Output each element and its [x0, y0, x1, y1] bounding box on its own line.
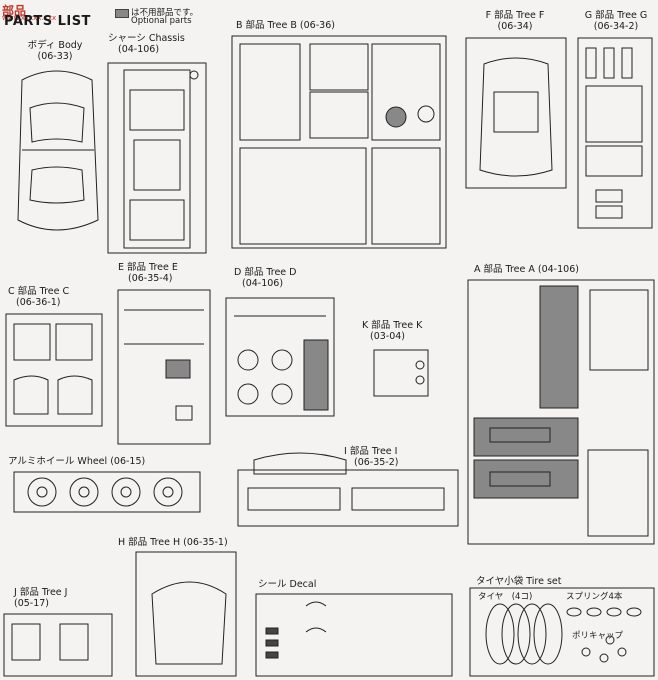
decal-sheet — [255, 593, 453, 677]
wheel-name: アルミホイール Wheel — [8, 456, 108, 467]
legend-jp: は不用部品です。 — [131, 8, 199, 18]
tire-set-drawing — [469, 587, 655, 677]
tree-c-code: (06-36-1) — [16, 297, 61, 308]
tree-d-code: (04-106) — [242, 278, 284, 289]
tree-h-label: H 部品 Tree H (06-35-1) — [118, 537, 228, 548]
tree-f-label: F 部品 Tree F (06-34) — [478, 10, 552, 32]
tree-d-label: D 部品 Tree D (04-106) — [234, 267, 296, 289]
decal-label: シール Decal — [258, 579, 316, 590]
tree-b-frame — [231, 35, 447, 249]
tree-c-name: C 部品 Tree C — [8, 286, 70, 297]
tree-h-code: (06-35-1) — [183, 537, 228, 548]
wheel-frame — [13, 471, 201, 513]
tree-b-code: (06-36) — [299, 20, 335, 31]
tree-e-code: (06-35-4) — [128, 273, 173, 284]
wheel-code: (06-15) — [110, 456, 146, 467]
tree-a-frame — [467, 279, 655, 545]
tree-e-frame — [117, 289, 211, 445]
tree-k-label: K 部品 Tree K (03-04) — [362, 320, 422, 342]
tree-g-code: (06-34-2) — [593, 21, 639, 32]
tree-i-label: I 部品 Tree I (06-35-2) — [344, 446, 399, 468]
tree-i-code: (06-35-2) — [354, 457, 399, 468]
tree-g-frame — [577, 37, 653, 229]
page-title: PARTS LIST — [4, 14, 91, 29]
body-drawing — [17, 70, 99, 231]
tree-a-label: A 部品 Tree A (04-106) — [474, 264, 579, 275]
tree-i-frame — [237, 452, 459, 527]
tire-set-label: タイヤ小袋 Tire set — [476, 576, 561, 587]
tree-j-name: J 部品 Tree J — [14, 587, 68, 598]
tree-g-label: G 部品 Tree G (06-34-2) — [578, 10, 654, 32]
watermark-logo: 部品 — [2, 4, 27, 18]
tire-count-label: タイヤ (4コ) — [478, 592, 533, 602]
tree-j-label: J 部品 Tree J (05-17) — [14, 587, 67, 609]
body-label: ボディ Body (06-33) — [14, 40, 96, 62]
poly-cap-label: ポリキャップ — [572, 631, 624, 641]
optional-parts-swatch — [115, 9, 129, 18]
body-code: (06-33) — [37, 51, 73, 62]
chassis-label: シャーシ Chassis (04-106) — [108, 33, 185, 55]
tree-k-name: K 部品 Tree K — [362, 320, 423, 331]
tree-g-name: G 部品 Tree G — [584, 10, 648, 21]
tree-c-label: C 部品 Tree C (06-36-1) — [8, 286, 69, 308]
chassis-name: シャーシ Chassis — [108, 33, 185, 44]
tree-i-name: I 部品 Tree I — [344, 446, 398, 457]
legend-en: Optional parts — [131, 16, 192, 26]
wheel-label: アルミホイール Wheel (06-15) — [8, 456, 145, 467]
chassis-drawing — [107, 62, 207, 254]
decal-name: シール Decal — [258, 579, 317, 590]
tree-k-frame — [373, 349, 429, 397]
tree-f-frame — [465, 37, 567, 189]
body-name: ボディ Body — [27, 40, 83, 51]
tree-a-name: A 部品 Tree A — [474, 264, 535, 275]
tree-h-frame — [135, 551, 237, 677]
tree-e-label: E 部品 Tree E (06-35-4) — [118, 262, 178, 284]
tree-b-name: B 部品 Tree B — [236, 20, 297, 31]
tree-j-code: (05-17) — [14, 598, 50, 609]
tree-c-frame — [5, 313, 103, 427]
tree-a-code: (04-106) — [537, 264, 579, 275]
tree-f-code: (06-34) — [497, 21, 533, 32]
tree-f-name: F 部品 Tree F — [485, 10, 545, 21]
spring-label: スプリング4本 — [566, 592, 623, 602]
tree-b-label: B 部品 Tree B (06-36) — [236, 20, 335, 31]
tree-k-code: (03-04) — [370, 331, 406, 342]
tree-e-name: E 部品 Tree E — [118, 262, 178, 273]
tree-j-frame — [3, 613, 113, 677]
tree-d-name: D 部品 Tree D — [234, 267, 297, 278]
watermark-url: www.xxxxx.xxx — [2, 14, 57, 22]
tree-h-name: H 部品 Tree H — [118, 537, 181, 548]
tree-d-frame — [225, 297, 335, 417]
tire-set-name: タイヤ小袋 Tire set — [476, 576, 562, 587]
chassis-code: (04-106) — [118, 44, 160, 55]
